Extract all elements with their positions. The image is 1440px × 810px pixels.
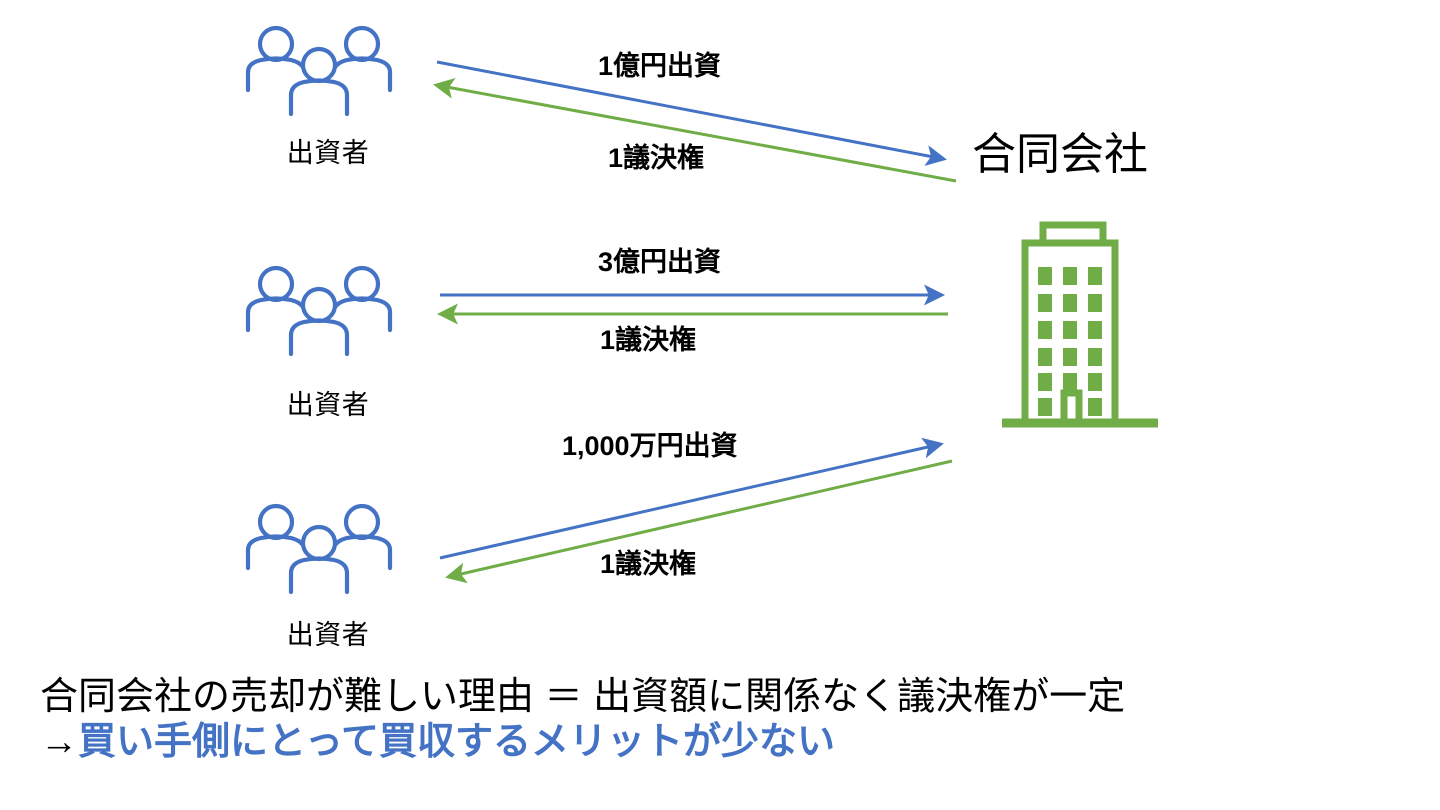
caption-line-2: →買い手側にとって買収するメリットが少ない	[40, 721, 1420, 764]
investor-group-3: 出資者	[228, 500, 428, 649]
arrow-investment-3	[439, 437, 944, 560]
office-building-icon	[1002, 221, 1158, 428]
investor-label-3: 出資者	[286, 620, 370, 650]
flow-label-investment-1: 1億円出資	[598, 51, 722, 81]
arrow-voting-3	[445, 459, 953, 584]
flow-label-voting-3: 1議決権	[600, 549, 697, 579]
company-name: 合同会社	[972, 130, 1148, 179]
caption-accent-text: 買い手側にとって買収するメリットが少ない	[78, 720, 835, 763]
caption-arrow-glyph: →	[40, 720, 78, 763]
flow-label-voting-2: 1議決権	[600, 325, 697, 355]
caption-block: 合同会社の売却が難しい理由 ＝ 出資額に関係なく議決権が一定 →買い手側にとって…	[40, 676, 1420, 763]
three-people-icon	[245, 503, 393, 595]
flow-label-investment-2: 3億円出資	[598, 247, 722, 277]
investor-label-1: 出資者	[286, 138, 370, 168]
three-people-icon	[245, 25, 393, 117]
investor-label-2: 出資者	[286, 390, 370, 420]
flow-label-voting-1: 1議決権	[608, 143, 705, 173]
flow-label-investment-3: 1,000万円出資	[562, 431, 738, 461]
caption-line-1: 合同会社の売却が難しい理由 ＝ 出資額に関係なく議決権が一定	[40, 676, 1126, 718]
investor-group-2: 出資者	[228, 262, 428, 419]
investor-group-1: 出資者	[228, 22, 428, 167]
three-people-icon	[245, 265, 393, 357]
